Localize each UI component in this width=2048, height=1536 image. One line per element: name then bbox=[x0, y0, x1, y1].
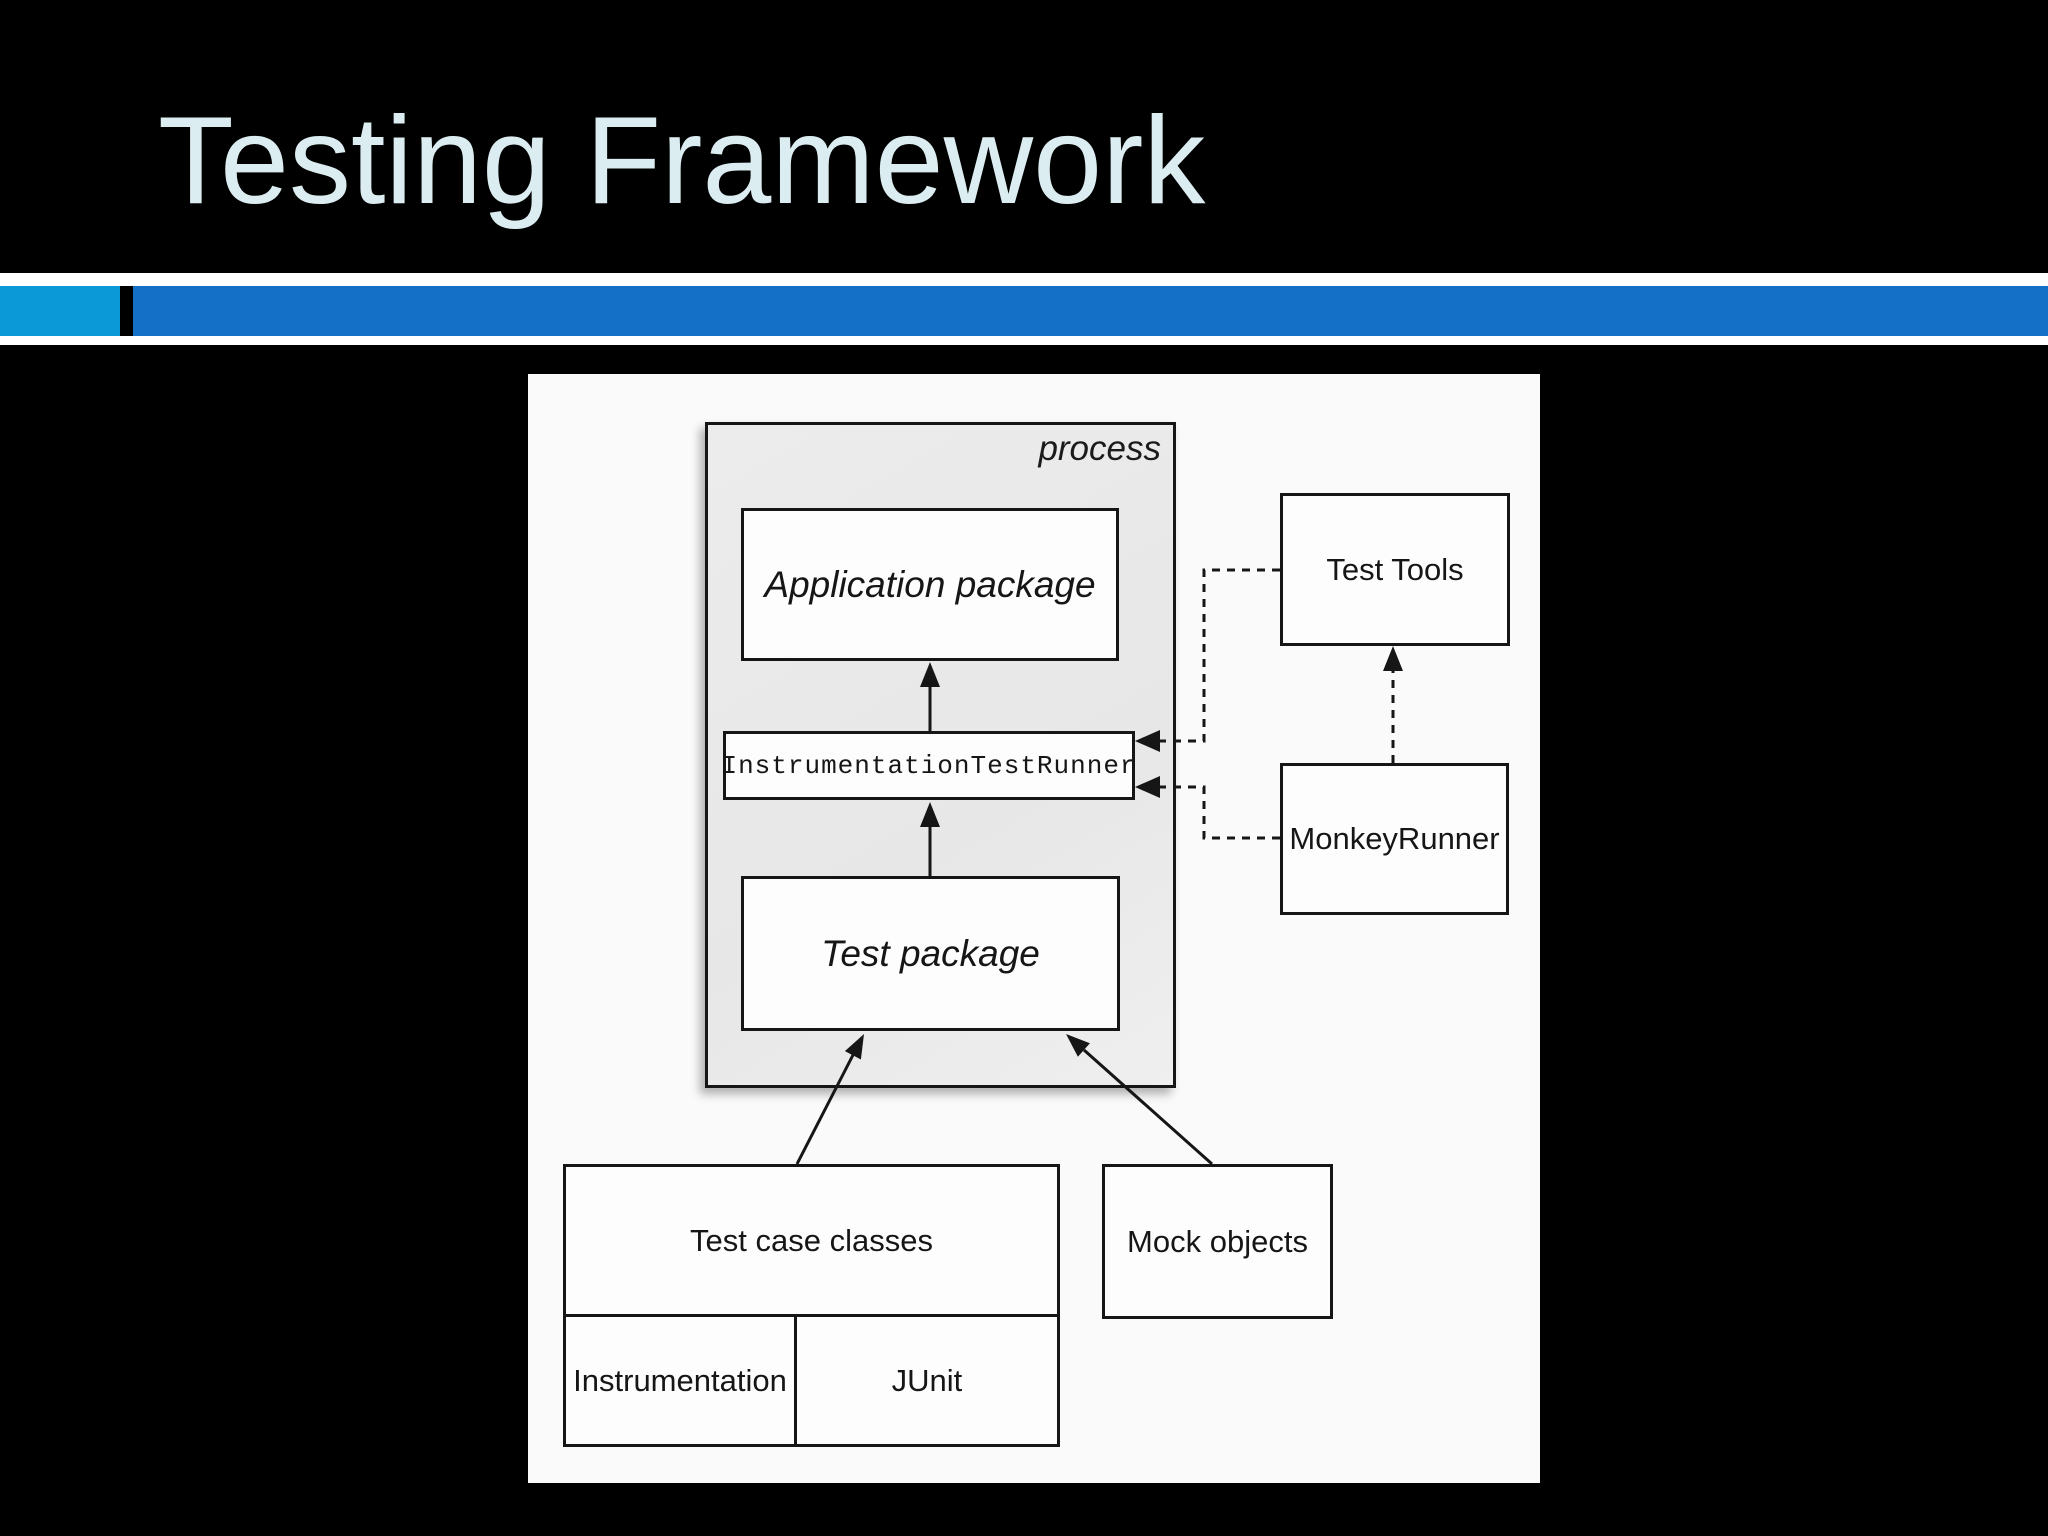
divider-rule-bottom bbox=[0, 336, 2048, 345]
instrumentation-test-runner-box: InstrumentationTestRunner bbox=[721, 731, 1137, 800]
test-tools-box: Test Tools bbox=[1280, 493, 1510, 646]
test-tools-label: Test Tools bbox=[1326, 551, 1464, 587]
test-package-box: Test package bbox=[741, 876, 1120, 1031]
mock-objects-box: Mock objects bbox=[1102, 1164, 1333, 1319]
divider-rule-top bbox=[0, 273, 2048, 286]
mock-objects-label: Mock objects bbox=[1127, 1223, 1308, 1259]
divider-accent-bar bbox=[133, 286, 2048, 336]
junit-box: JUnit bbox=[794, 1317, 1060, 1447]
test-case-classes-box: Test case classes bbox=[563, 1164, 1060, 1317]
dashed-arrow-monkey-runner-to-itr bbox=[1159, 785, 1280, 840]
divider-accent-square bbox=[0, 286, 120, 336]
dashed-arrow-test-tools-to-itr bbox=[1159, 568, 1280, 743]
test-case-classes-label: Test case classes bbox=[690, 1222, 933, 1258]
testing-framework-diagram: process Application package Instrumentat… bbox=[528, 374, 1540, 1483]
application-package-label: Application package bbox=[764, 563, 1096, 605]
junit-label: JUnit bbox=[891, 1362, 963, 1398]
arrowhead-up-test-tools bbox=[1383, 646, 1403, 671]
instrumentation-label: Instrumentation bbox=[573, 1362, 787, 1398]
monkey-runner-label: MonkeyRunner bbox=[1289, 821, 1500, 856]
slide-title: Testing Framework bbox=[158, 92, 1206, 230]
instrumentation-box: Instrumentation bbox=[563, 1317, 797, 1447]
application-package-box: Application package bbox=[741, 508, 1119, 661]
process-label: process bbox=[1038, 429, 1161, 468]
instrumentation-test-runner-label: InstrumentationTestRunner bbox=[721, 750, 1137, 781]
test-package-label: Test package bbox=[821, 932, 1040, 974]
monkey-runner-box: MonkeyRunner bbox=[1280, 763, 1509, 915]
